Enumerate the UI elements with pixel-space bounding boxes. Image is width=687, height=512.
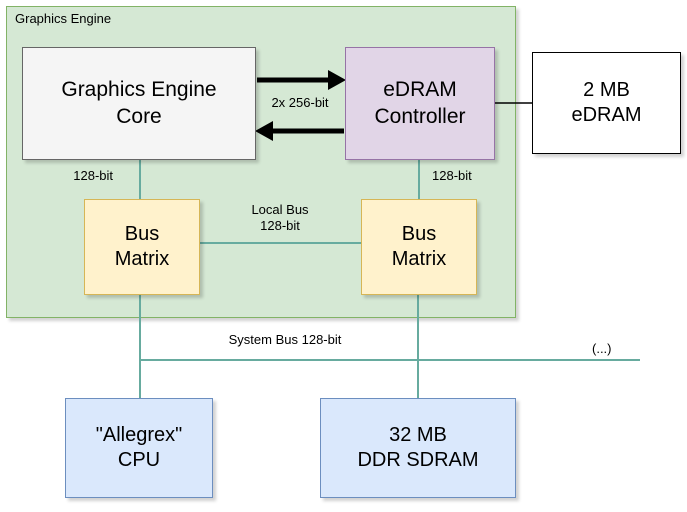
system-bus-continuation-label: (...): [592, 341, 612, 356]
ddr-sdram-box: 32 MB DDR SDRAM: [320, 398, 516, 498]
core-bus-width-label: 128-bit: [73, 168, 113, 183]
edram-box: 2 MB eDRAM: [532, 52, 681, 154]
edram-controller-box: eDRAM Controller: [345, 47, 495, 160]
dual-channel-width-label: 2x 256-bit: [271, 95, 329, 110]
controller-bus-width-label: 128-bit: [432, 168, 472, 183]
bus-matrix-left-box: Bus Matrix: [84, 199, 200, 295]
local-bus-label: Local Bus 128-bit: [251, 202, 309, 234]
bus-matrix-right-box: Bus Matrix: [361, 199, 477, 295]
graphics-engine-core-box: Graphics Engine Core: [22, 47, 256, 160]
graphics-engine-group-title: Graphics Engine: [15, 11, 112, 26]
allegrex-cpu-box: "Allegrex" CPU: [65, 398, 213, 498]
system-bus-label: System Bus 128-bit: [228, 332, 342, 347]
